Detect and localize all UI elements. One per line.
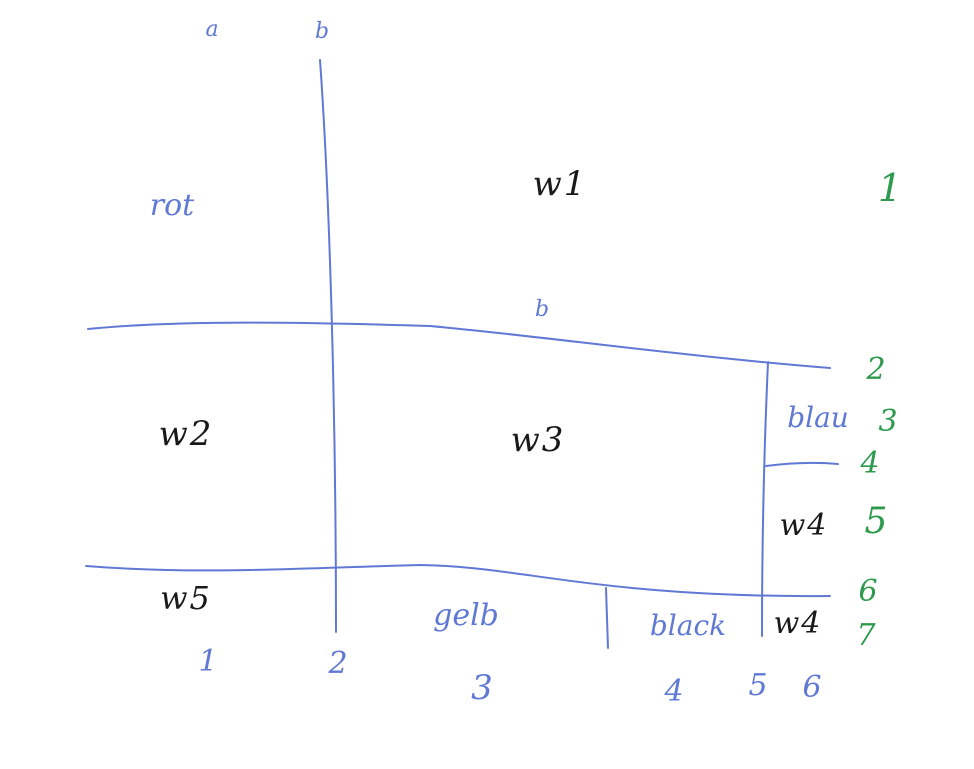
grid-line-right-vertical (761, 361, 769, 637)
row-index-1: 1 (877, 166, 903, 210)
cell-label-w5: w5 (160, 579, 212, 617)
row-index-6: 6 (858, 574, 878, 609)
top-mark-b: b (314, 19, 330, 44)
color-label-black: black (649, 609, 727, 642)
col-index-1: 1 (198, 644, 218, 679)
row-index-2: 2 (866, 352, 886, 387)
col-index-3: 3 (471, 668, 493, 708)
cell-label-w4-lower: w4 (773, 606, 823, 641)
grid-line-main-vertical (319, 59, 337, 633)
row-index-3: 3 (878, 404, 898, 439)
cell-label-w4-upper: w4 (779, 508, 829, 543)
row-index-7: 7 (856, 618, 876, 653)
row-index-5: 5 (864, 501, 888, 542)
color-label-blau: blau (787, 401, 849, 434)
cell-label-w1: w1 (532, 164, 588, 204)
cell-label-w2: w2 (158, 414, 214, 454)
color-label-rot: rot (149, 188, 195, 223)
col-index-5: 5 (748, 668, 768, 703)
col-index-6: 6 (802, 670, 822, 705)
grid-line-lower-horizontal (85, 564, 831, 598)
color-label-gelb: gelb (433, 598, 499, 633)
grid-line-blau-divider (765, 461, 839, 467)
grid-line-upper-horizontal (87, 321, 831, 369)
col-index-4: 4 (664, 674, 684, 709)
cell-label-w3: w3 (510, 420, 566, 460)
grid-line-gelb-black-divider (605, 587, 609, 649)
top-mark-a: a (205, 17, 219, 42)
middle-mark: b (534, 297, 550, 322)
col-index-2: 2 (328, 646, 348, 681)
row-index-4: 4 (860, 446, 880, 481)
